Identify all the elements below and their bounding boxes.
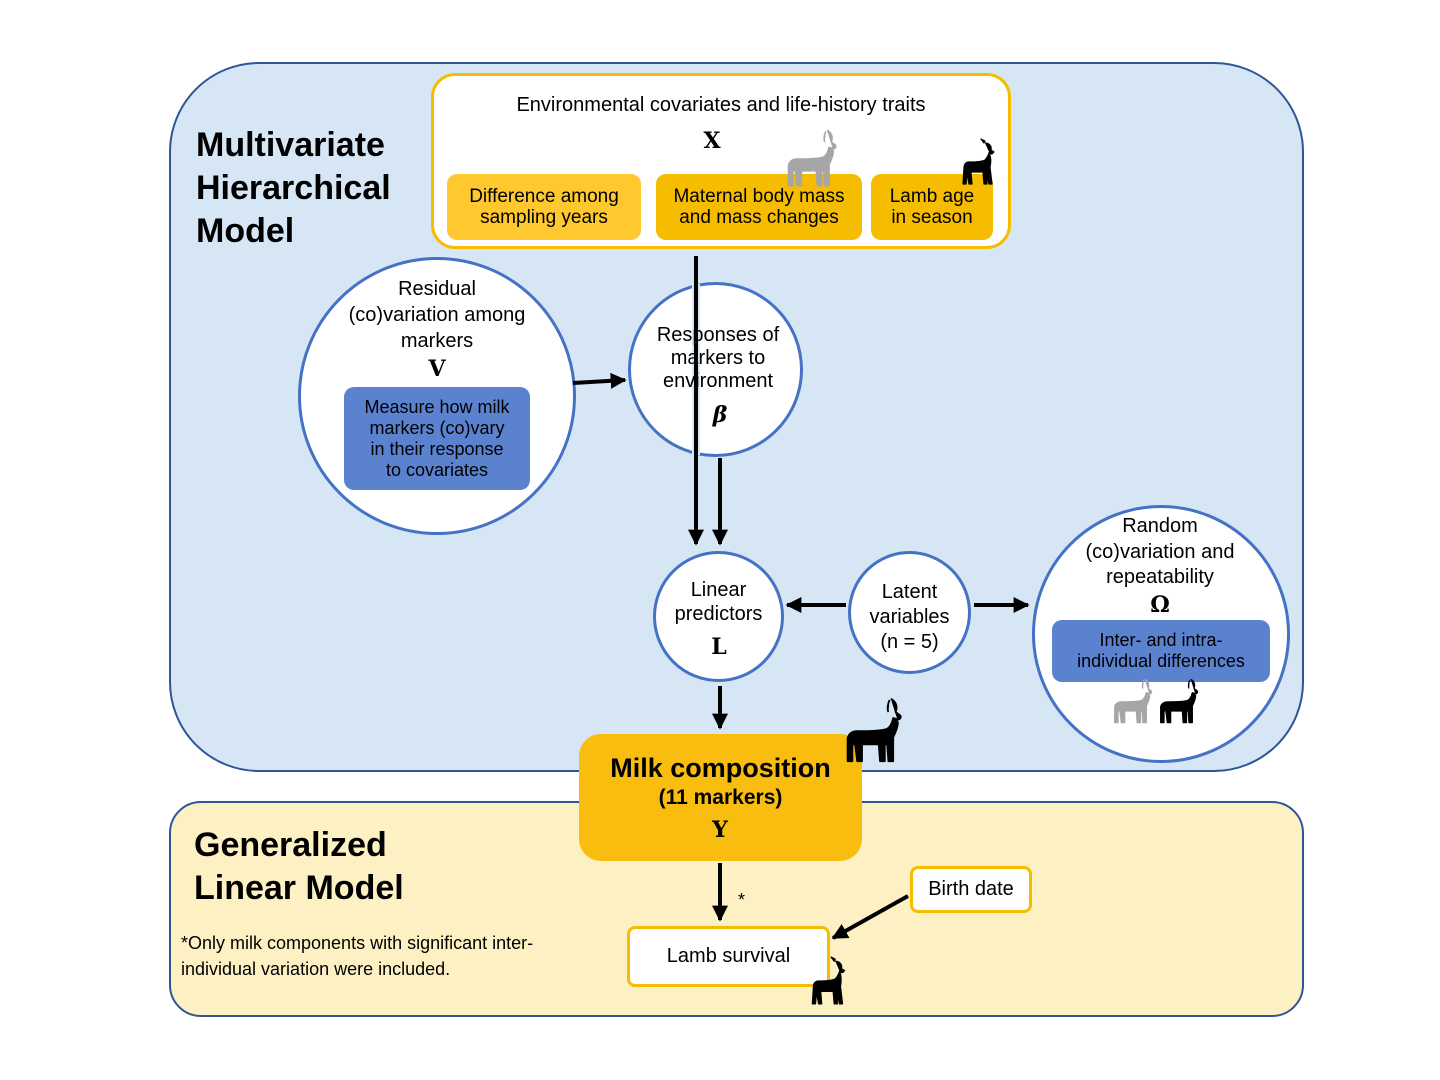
latent-variables-label: Latent variables (n = 5) xyxy=(869,581,950,653)
symbol-x: X xyxy=(703,128,721,154)
lamb-survival-box: Lamb survival xyxy=(627,926,830,987)
asterisk-mark: * xyxy=(738,890,746,910)
environment-title: Environmental covariates and life-histor… xyxy=(516,94,926,116)
arrow-residual-to-beta xyxy=(572,372,627,389)
glm-footnote: *Only milk components with significant i… xyxy=(181,933,534,979)
responses-circle xyxy=(628,282,803,457)
birth-date-box: Birth date xyxy=(910,866,1032,913)
symbol-v: V xyxy=(428,356,446,382)
milk-composition-box xyxy=(579,734,862,861)
goat-black-icon xyxy=(846,697,902,763)
symbol-beta: β xyxy=(712,402,728,428)
goat-black-icon xyxy=(1160,678,1199,724)
glm-title: Generalized Linear Model xyxy=(194,826,404,907)
symbol-y: Y xyxy=(712,817,728,843)
linear-predictors-circle xyxy=(653,551,784,682)
residual-description-box: Measure how milk markers (co)vary in the… xyxy=(344,387,530,490)
latent-variables-circle xyxy=(848,551,971,674)
milk-composition-label: Milk composition (11 markers) xyxy=(610,753,831,809)
residual-label: Residual (co)variation among markers xyxy=(348,278,526,352)
arrows xyxy=(572,256,1030,940)
random-label: Random (co)variation and repeatability xyxy=(1085,515,1235,588)
linear-predictors-label: Linear predictors xyxy=(674,579,763,625)
random-description-box: Inter- and intra- individual differences xyxy=(1052,620,1270,682)
symbol-l: L xyxy=(711,634,727,660)
lamb-icon xyxy=(811,956,846,1005)
lamb-icon xyxy=(962,138,995,185)
mhm-title: Multivariate Hierarchical Model xyxy=(196,126,391,250)
goat-grey-icon xyxy=(787,129,837,187)
arrow-birthdate-to-survival xyxy=(831,894,909,940)
symbol-omega: Ω xyxy=(1150,592,1170,618)
goat-grey-icon xyxy=(1114,678,1153,724)
